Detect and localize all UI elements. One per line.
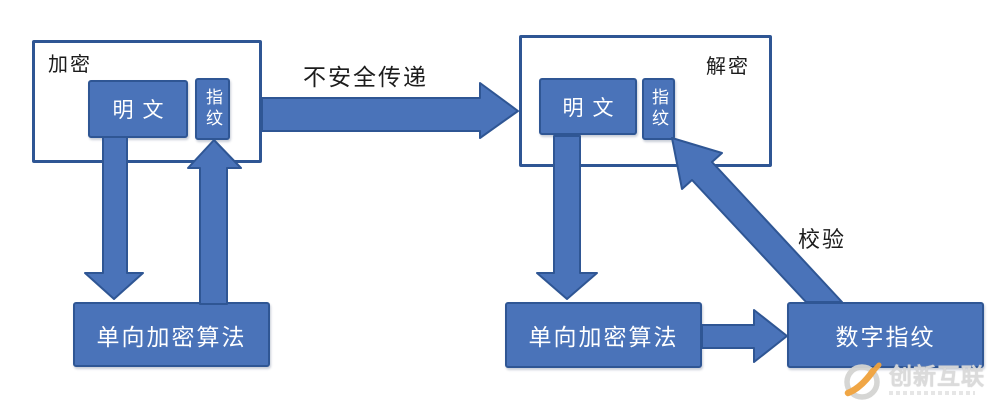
encrypt-fingerprint-box: 指纹	[195, 78, 230, 140]
encrypt-plaintext-box: 明文	[88, 80, 188, 138]
decrypt-title: 解密	[706, 56, 750, 78]
verify-label: 校验	[798, 227, 847, 252]
decrypt-fingerprint-box: 指纹	[642, 78, 675, 140]
insecure-transfer-label: 不安全传递	[303, 65, 428, 90]
decrypt-plaintext-box: 明文	[539, 78, 637, 135]
encrypt-title: 加密	[48, 54, 92, 76]
watermark: 创新互联	[841, 355, 991, 405]
decrypt-algorithm-box: 单向加密算法	[505, 302, 702, 368]
arrow-up-icon-algorithm-to-encrypt-fingerprint	[187, 139, 242, 305]
arrow-right-icon-algorithm-to-digital-fingerprint	[701, 309, 788, 363]
watermark-logo-icon	[844, 362, 882, 400]
watermark-brand-text: 创新互联	[889, 363, 985, 389]
encrypt-algorithm-box: 单向加密算法	[73, 302, 270, 367]
watermark-tagline	[889, 391, 975, 395]
digital-fingerprint-box: 数字指纹	[787, 302, 984, 368]
